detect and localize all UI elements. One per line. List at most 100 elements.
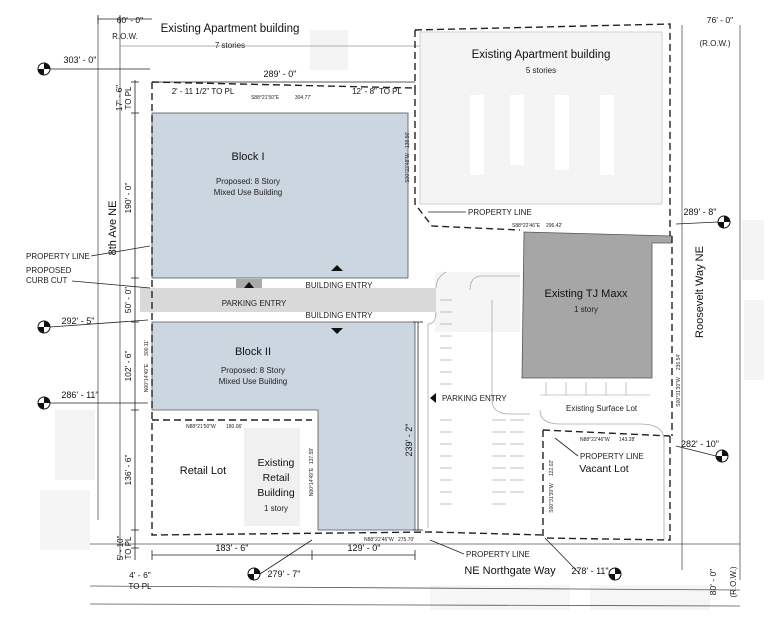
- elevation-marker-279: 279' - 7": [247, 539, 313, 581]
- dim-west-5: 5' - 10": [116, 535, 125, 560]
- vacant-north-bearing: N88°22'46"W: [580, 437, 610, 443]
- row-east-width: 76' - 0": [707, 15, 733, 25]
- svg-text:279' - 7": 279' - 7": [268, 569, 301, 579]
- row-south-label: (R.O.W.): [729, 566, 738, 597]
- dim-block2-height: 239' - 2": [404, 424, 414, 457]
- dim-south-129: 129' - 0": [348, 543, 381, 553]
- dim-sw-setback-topl: TO PL: [129, 582, 153, 591]
- block-2-dim-line: [413, 321, 423, 531]
- parking-stalls: [440, 299, 650, 505]
- building-entry-label-2: BUILDING ENTRY: [306, 311, 374, 320]
- apartment-building-ne: Existing Apartment building 5 stories: [419, 31, 663, 205]
- vacant-west-bearing: S00°31'30"W: [549, 483, 555, 513]
- street-roosevelt: Roosevelt Way NE: [694, 246, 706, 338]
- elevation-marker-278: 278' - 11": [544, 537, 622, 581]
- tj-maxx-stories: 1 story: [574, 305, 598, 314]
- property-line-south-label: PROPERTY LINE: [466, 550, 530, 559]
- apartment-building-nw: Existing Apartment building 7 stories: [161, 23, 300, 50]
- dim-west-17: 17' - 6": [114, 85, 124, 111]
- retail-east-bearing: N00°14'49"E: [309, 467, 315, 496]
- svg-text:292' - 5": 292' - 5": [62, 316, 95, 326]
- north-bearing: S88°21'50"E: [251, 95, 280, 101]
- south-bearing: N88°22'46"W: [364, 537, 394, 543]
- block2-west-bearing-len: 300.11': [144, 340, 150, 356]
- surface-lot-label: Existing Surface Lot: [566, 404, 638, 413]
- dim-south-183: 183' - 6": [216, 543, 249, 553]
- setback-west: 2' - 11 1/2" TO PL: [172, 87, 235, 96]
- dim-west-190: 190' - 0": [123, 182, 133, 213]
- block-2: Block II Proposed: 8 Story Mixed Use Bui…: [151, 321, 416, 531]
- retail-north-bearing-len: 180.06': [226, 424, 242, 430]
- retail-lot-label: Retail Lot: [180, 465, 226, 477]
- tj-north-bearing-len: 296.42': [546, 223, 562, 229]
- apt-east-bearing: S00°22'48"W: [405, 153, 411, 183]
- curb-cut-label-1: PROPOSED: [26, 266, 72, 275]
- apartment-nw-stories: 7 stories: [215, 41, 245, 50]
- tj-maxx-name: Existing TJ Maxx: [545, 288, 628, 300]
- row-east-label: (R.O.W.): [699, 39, 730, 48]
- dim-sw-setback: 4' - 6": [129, 570, 151, 580]
- retail-building-stories: 1 story: [264, 504, 288, 513]
- building-entry-arrow-down: [331, 328, 343, 334]
- retail-building-line-1: Existing: [258, 457, 295, 469]
- dim-west-50: 50' - 0": [123, 287, 133, 313]
- tj-maxx-building: Existing TJ Maxx 1 story: [521, 231, 673, 379]
- svg-text:286' - 11": 286' - 11": [61, 390, 98, 400]
- street-8th-ave: 8th Ave NE: [107, 201, 119, 256]
- dim-west-136: 136' - 6": [123, 454, 133, 485]
- elevation-marker-286: 286' - 11": [37, 390, 148, 410]
- block-1: Block I Proposed: 8 Story Mixed Use Buil…: [151, 112, 409, 279]
- apartment-nw-name: Existing Apartment building: [161, 23, 300, 35]
- svg-text:278' - 11": 278' - 11": [571, 566, 608, 576]
- east-bearing-len: 236.54': [676, 354, 682, 370]
- street-northgate: NE Northgate Way: [464, 565, 556, 577]
- drive-aisles: [427, 271, 665, 540]
- retail-building-line-2: Retail: [263, 472, 290, 484]
- block-2-desc-2: Mixed Use Building: [219, 377, 287, 386]
- building-entry-label-1: BUILDING ENTRY: [306, 281, 374, 290]
- property-line-north-label: PROPERTY LINE: [468, 208, 532, 217]
- dim-west-102: 102' - 6": [123, 350, 133, 381]
- block2-west-bearing: N00°14'49"E: [144, 363, 150, 392]
- south-bearing-len: 275.70': [398, 537, 414, 543]
- block-1-desc-1: Proposed: 8 Story: [216, 177, 280, 186]
- svg-text:282' - 10": 282' - 10": [681, 439, 719, 449]
- svg-text:303' - 0": 303' - 0": [64, 55, 97, 65]
- dim-row-south: 80' - 0": [708, 569, 718, 595]
- apartment-ne-stories: 5 stories: [526, 66, 556, 75]
- block-1-name: Block I: [231, 151, 264, 163]
- elevation-marker-282: 282' - 10": [675, 439, 729, 463]
- retail-east-bearing-len: 137.59': [309, 448, 315, 464]
- parking-entry-arrow: [430, 393, 436, 403]
- svg-text:289' - 8": 289' - 8": [684, 207, 717, 217]
- vacant-north-bearing-len: 143.28': [619, 437, 635, 443]
- parking-entry-label-1: PARKING ENTRY: [222, 299, 287, 308]
- property-line-west-label: PROPERTY LINE: [26, 252, 90, 261]
- dim-west-5-topl: TO PL: [124, 536, 133, 560]
- retail-north-bearing: N88°21'50"W: [186, 424, 216, 430]
- vacant-west-bearing-len: 122.02': [549, 460, 555, 476]
- row-west-label: R.O.W.: [112, 32, 138, 41]
- elevation-marker-292: 292' - 5": [37, 316, 149, 334]
- row-west-width: 60' - 0": [117, 15, 143, 25]
- apt-east-bearing-len: 138.56': [405, 132, 411, 148]
- elevation-marker-289: 289' - 8": [675, 207, 731, 229]
- north-length: 289' - 0": [264, 69, 297, 79]
- apartment-ne-name: Existing Apartment building: [472, 49, 611, 61]
- elevation-marker-303: 303' - 0": [37, 55, 150, 76]
- west-dim-line: [131, 80, 139, 560]
- block-2-name: Block II: [235, 346, 271, 358]
- tj-north-bearing: S88°22'46"E: [512, 223, 541, 229]
- block-1-desc-2: Mixed Use Building: [214, 188, 282, 197]
- retail-lot: Retail Lot Existing Retail Building 1 st…: [180, 428, 300, 526]
- building-entry-arrow-up: [331, 265, 343, 271]
- parking-entry-label-2: PARKING ENTRY: [442, 394, 507, 403]
- curb-cut-label-2: CURB CUT: [26, 276, 67, 285]
- vacant-lot-label: Vacant Lot: [579, 463, 629, 475]
- block-2-desc-1: Proposed: 8 Story: [221, 366, 285, 375]
- right-of-way-lines: [89, 16, 741, 607]
- property-lines: [151, 23, 673, 541]
- retail-building-line-3: Building: [257, 487, 295, 499]
- property-line-vacant-label: PROPERTY LINE: [580, 452, 644, 461]
